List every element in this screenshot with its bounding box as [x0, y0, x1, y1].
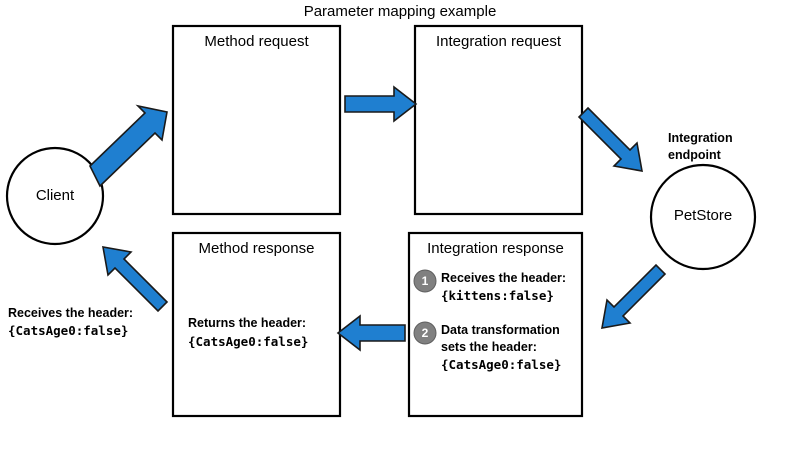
step-1-code-line-1: {kittens:false} [441, 288, 554, 303]
step-2-badge-number: 2 [421, 326, 429, 340]
method-request-title: Method request [204, 33, 309, 50]
step-1-badge-circle [413, 269, 437, 293]
page-title: Parameter mapping example [303, 3, 497, 20]
arrow-integration-response-to-method-response [336, 314, 406, 352]
client-receives-text-line-1: Receives the header: [8, 306, 134, 320]
client-receives-code-line-1: {CatsAge0:false} [8, 323, 129, 338]
arrow-endpoint-to-integration-response [601, 263, 667, 329]
method-request-box [171, 24, 342, 216]
integration-response-title: Integration response [427, 240, 564, 257]
method-response-title: Method response [198, 240, 315, 257]
step-2-code-line-1: {CatsAge0:false} [441, 357, 562, 372]
step-1-badge-number: 1 [421, 274, 429, 288]
arrow-method-request-to-integration-request [344, 85, 418, 123]
arrow-client-to-method-request [89, 104, 168, 188]
arrow-integration-request-to-endpoint [577, 106, 643, 172]
client-label: Client [35, 187, 75, 204]
arrow-method-response-to-client [102, 246, 169, 313]
integration-endpoint-caption-line1: Integration [668, 131, 733, 145]
petstore-circle [649, 163, 757, 271]
step-2-text-line-2: sets the header: [441, 340, 537, 354]
integration-response-box [407, 231, 584, 418]
method-response-text-line-1: Returns the header: [188, 316, 307, 330]
method-response-box [171, 231, 342, 418]
petstore-label: PetStore [673, 207, 733, 224]
client-circle [5, 146, 105, 246]
integration-endpoint-caption-line2: endpoint [668, 148, 721, 162]
integration-request-title: Integration request [435, 33, 562, 50]
step-2-badge-circle [413, 321, 437, 345]
integration-request-box [413, 24, 584, 216]
step-2-text-line-1: Data transformation [441, 323, 560, 337]
step-1-text-line-1: Receives the header: [441, 271, 567, 285]
method-response-code-line-1: {CatsAge0:false} [188, 334, 309, 349]
